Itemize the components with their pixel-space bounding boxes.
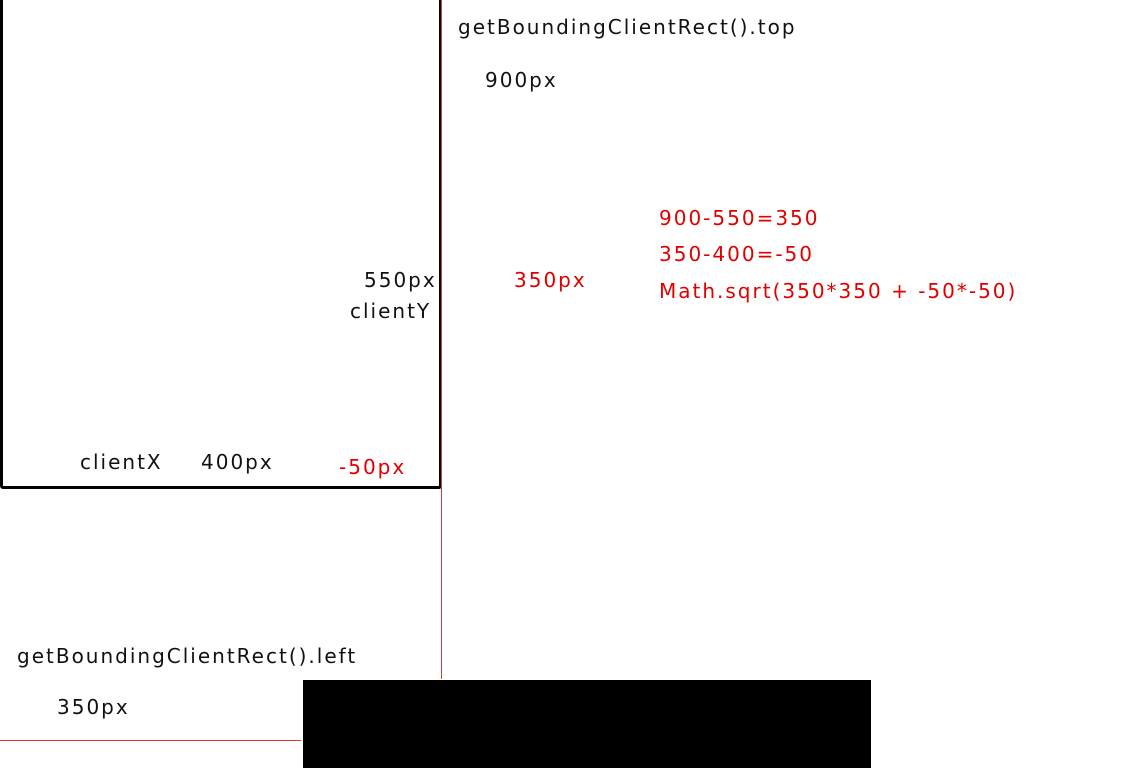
left-value: 350px [57,695,130,719]
client-x-label: clientX [80,450,163,474]
horizontal-guide-line [0,740,301,741]
formula-line-2: 350-400=-50 [659,242,814,266]
left-title: getBoundingClientRect().left [17,644,358,668]
formula-line-3: Math.sqrt(350*350 + -50*-50) [659,279,1018,303]
formula-line-1: 900-550=350 [659,206,820,230]
client-y-label: clientY [350,299,432,323]
black-overlay [303,680,871,768]
client-x-value: 400px [201,450,274,474]
client-y-value: 550px [364,268,437,292]
dy-value: 350px [514,268,587,292]
vertical-guide-line [441,0,442,679]
top-title: getBoundingClientRect().top [458,15,797,39]
element-box [0,0,442,489]
dx-value: -50px [339,455,407,479]
top-value: 900px [485,68,558,92]
